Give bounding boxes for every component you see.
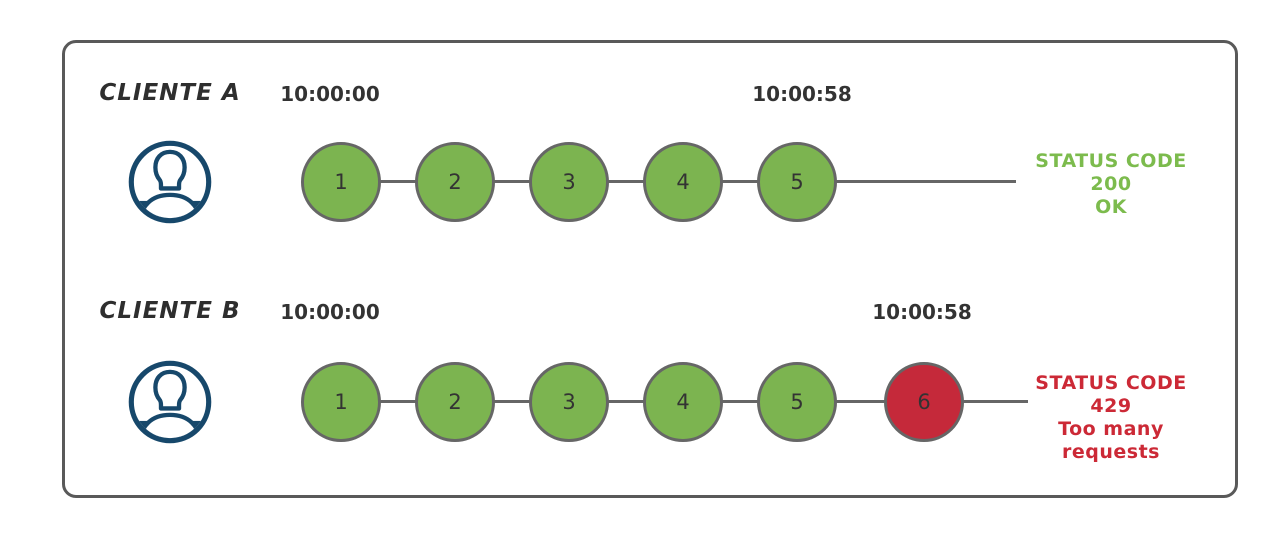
request-number: 4 — [676, 390, 690, 414]
client-a-label: CLIENTE A — [99, 80, 241, 106]
request-circle: 2 — [415, 142, 495, 222]
request-number: 3 — [562, 170, 576, 194]
request-number: 1 — [334, 170, 348, 194]
request-circle-blocked: 6 — [884, 362, 964, 442]
request-circle: 3 — [529, 362, 609, 442]
request-number: 3 — [562, 390, 576, 414]
request-number: 5 — [790, 170, 804, 194]
timestamp-end-b: 10:00:58 — [872, 300, 972, 324]
request-circle: 5 — [757, 362, 837, 442]
timestamp-start-b: 10:00:00 — [280, 300, 380, 324]
user-avatar-icon — [128, 360, 212, 444]
request-circle: 4 — [643, 362, 723, 442]
request-circle: 1 — [301, 142, 381, 222]
timestamp-start-a: 10:00:00 — [280, 82, 380, 106]
request-number: 4 — [676, 170, 690, 194]
status-code-b-line1: STATUS CODE 429 — [1035, 372, 1187, 417]
status-code-b-line2: Too many requests — [1058, 418, 1164, 463]
avatar-head — [153, 149, 187, 191]
request-circle: 5 — [757, 142, 837, 222]
request-number: 5 — [790, 390, 804, 414]
avatar-head — [153, 369, 187, 411]
request-number: 2 — [448, 390, 462, 414]
timestamp-end-a: 10:00:58 — [752, 82, 852, 106]
request-circle: 2 — [415, 362, 495, 442]
status-code-a: STATUS CODE 200 OK — [1021, 150, 1201, 219]
request-circle: 1 — [301, 362, 381, 442]
avatar-outer-ring — [128, 360, 212, 444]
request-number: 2 — [448, 170, 462, 194]
user-avatar-icon — [128, 140, 212, 224]
request-number: 1 — [334, 390, 348, 414]
request-circle: 3 — [529, 142, 609, 222]
status-code-a-line1: STATUS CODE 200 — [1035, 150, 1187, 195]
avatar-outer-ring — [128, 140, 212, 224]
status-code-b: STATUS CODE 429 Too many requests — [1021, 372, 1201, 464]
request-circle: 4 — [643, 142, 723, 222]
client-b-label: CLIENTE B — [99, 298, 241, 324]
request-number: 6 — [917, 390, 931, 414]
status-code-a-line2: OK — [1095, 196, 1127, 218]
